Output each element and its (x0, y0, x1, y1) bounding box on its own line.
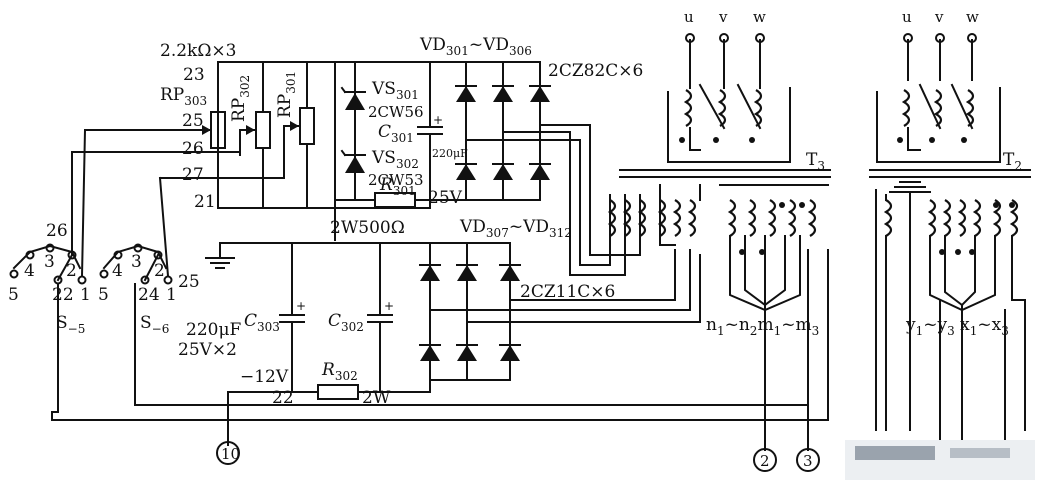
labels: 2.2kΩ×3 23 RP303 25 26 27 21 RP302 RP301… (8, 8, 1022, 470)
r301-value-label: 2W500Ω (330, 218, 405, 238)
cap-bottom-value-label: 220μF (186, 320, 241, 340)
ground-symbol (205, 242, 235, 269)
vd-bottom-label: VD307~VD312 (459, 217, 572, 240)
s5-pos1-label: 1 (80, 285, 91, 305)
terminal-10[interactable] (216, 441, 240, 465)
r302-value-label: 2W (362, 388, 391, 408)
node-24-label: 24 (138, 285, 160, 305)
c302-label: C302 (328, 311, 364, 334)
node-22b-label: 22 (272, 388, 294, 408)
s5-pos3-label: 3 (44, 252, 55, 272)
node-25a-label: 25 (182, 111, 204, 131)
terminal-3[interactable] (796, 448, 820, 472)
t2-w-label: w (966, 8, 979, 26)
s5-pos2-label: 2 (66, 261, 77, 281)
rp302-resistor (255, 111, 271, 149)
vs301-zener (345, 93, 365, 110)
svg-text:+: + (296, 299, 306, 313)
transformer-t2 (845, 33, 1035, 480)
rp301-resistor (299, 107, 315, 145)
s6-pos3-label: 3 (131, 252, 142, 272)
transformer-t3 (607, 33, 831, 331)
t2-v-label: v (934, 8, 944, 26)
vs302-zener (345, 156, 365, 173)
r302-resistor (317, 384, 359, 400)
rp303-label: RP303 (160, 85, 207, 108)
r302-label: R302 (321, 360, 358, 383)
c301-value-label: 220μF (432, 147, 468, 160)
s5-pos4-label: 4 (24, 261, 35, 281)
bridge-bottom (219, 242, 701, 381)
switch-s6[interactable] (99, 176, 381, 406)
s6-pos4-label: 4 (112, 261, 123, 281)
vs301-type-label: 2CW56 (368, 103, 424, 121)
t2-u-label: u (902, 8, 912, 26)
svg-text:+: + (384, 299, 394, 313)
t3-label: T3 (806, 150, 825, 173)
c303-label: C303 (244, 311, 280, 334)
switch-s5[interactable] (9, 128, 87, 413)
s6-pos5-label: 5 (98, 285, 109, 305)
s5-pos5-label: 5 (8, 285, 19, 305)
vd-top-type-label: 2CZ82C×6 (548, 61, 643, 81)
terminal-10-label: 10 (221, 445, 240, 463)
node-23-label: 23 (183, 65, 205, 85)
res-group-label: 2.2kΩ×3 (160, 41, 237, 61)
vs302-type-label: 2CW53 (368, 171, 424, 189)
return-bus (51, 249, 829, 451)
s5-label: S−5 (56, 313, 85, 336)
cap-bottom-volt-label: 25V×2 (178, 340, 237, 360)
s6-pos2-label: 2 (154, 261, 165, 281)
node-22a-label: 22 (52, 285, 74, 305)
t3-windings-label: n1~n2m1~m3 (706, 315, 819, 338)
vd-top-label: VD301~VD306 (419, 35, 532, 58)
rp301-label: RP301 (275, 71, 298, 118)
t3-v-label: v (718, 8, 728, 26)
filter-capacitors: + + (227, 242, 431, 446)
terminal-2-label: 2 (760, 452, 770, 470)
vs302-label: VS302 (371, 148, 419, 171)
svg-text:+: + (433, 113, 443, 127)
bridge-top (429, 61, 641, 276)
potentiometer-network (71, 61, 431, 209)
t3-w-label: w (753, 8, 766, 26)
c301-label: C301 (378, 122, 414, 145)
node-26b-label: 26 (46, 221, 68, 241)
node-21-label: 21 (194, 192, 216, 212)
rp302-label: RP302 (229, 75, 252, 122)
terminal-3-label: 3 (803, 452, 813, 470)
t2-label: T2 (1003, 150, 1022, 173)
r301-label: R301 (379, 175, 416, 198)
node-27-label: 27 (182, 165, 204, 185)
terminal-2[interactable] (753, 448, 777, 472)
s6-pos1-label: 1 (166, 285, 177, 305)
c301-volt-label: 25V (428, 188, 463, 208)
neg12v-label: −12V (240, 367, 289, 387)
node-26a-label: 26 (182, 139, 204, 159)
vd-bottom-type-label: 2CZ11C×6 (520, 282, 615, 302)
t2-windings-label: y1~y3 x1~x3 (905, 315, 1009, 338)
node-25b-label: 25 (178, 272, 200, 292)
vs301-label: VS301 (371, 79, 419, 102)
t3-u-label: u (684, 8, 694, 26)
s6-label: S−6 (140, 313, 169, 336)
zener-regulator: + (334, 61, 443, 241)
